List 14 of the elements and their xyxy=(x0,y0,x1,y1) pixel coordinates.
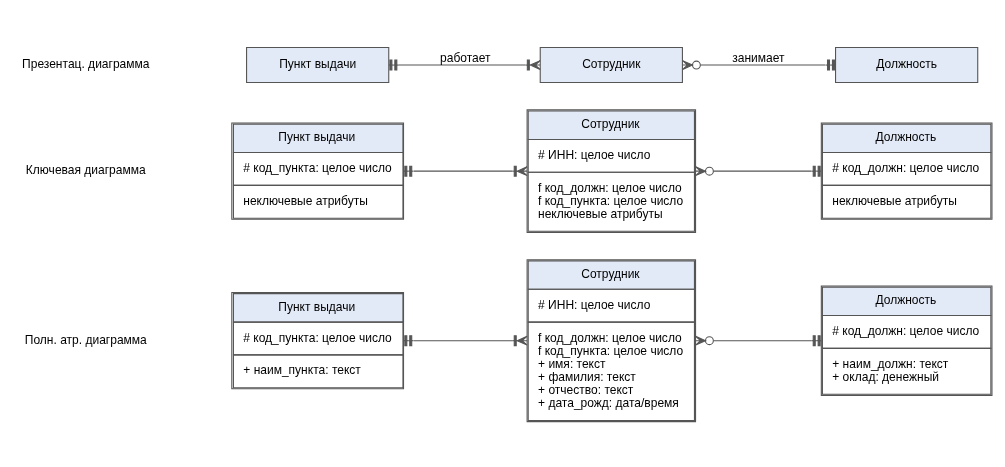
node-box: Пункт выдачи xyxy=(246,47,390,84)
label: Полн. атр. диаграмма xyxy=(24,332,147,347)
connector xyxy=(388,59,541,71)
edge-label: занимает xyxy=(732,50,785,65)
node-box: Должность xyxy=(835,47,979,84)
connector xyxy=(695,335,822,347)
edge-label: работает xyxy=(440,50,491,65)
connector xyxy=(682,59,836,71)
connector xyxy=(403,165,528,177)
label: Презентац. диаграмма xyxy=(22,57,150,72)
connector xyxy=(695,165,822,177)
label: Ключевая диаграмма xyxy=(25,163,146,178)
node-box: Сотрудник xyxy=(539,47,683,84)
connector xyxy=(403,335,528,347)
